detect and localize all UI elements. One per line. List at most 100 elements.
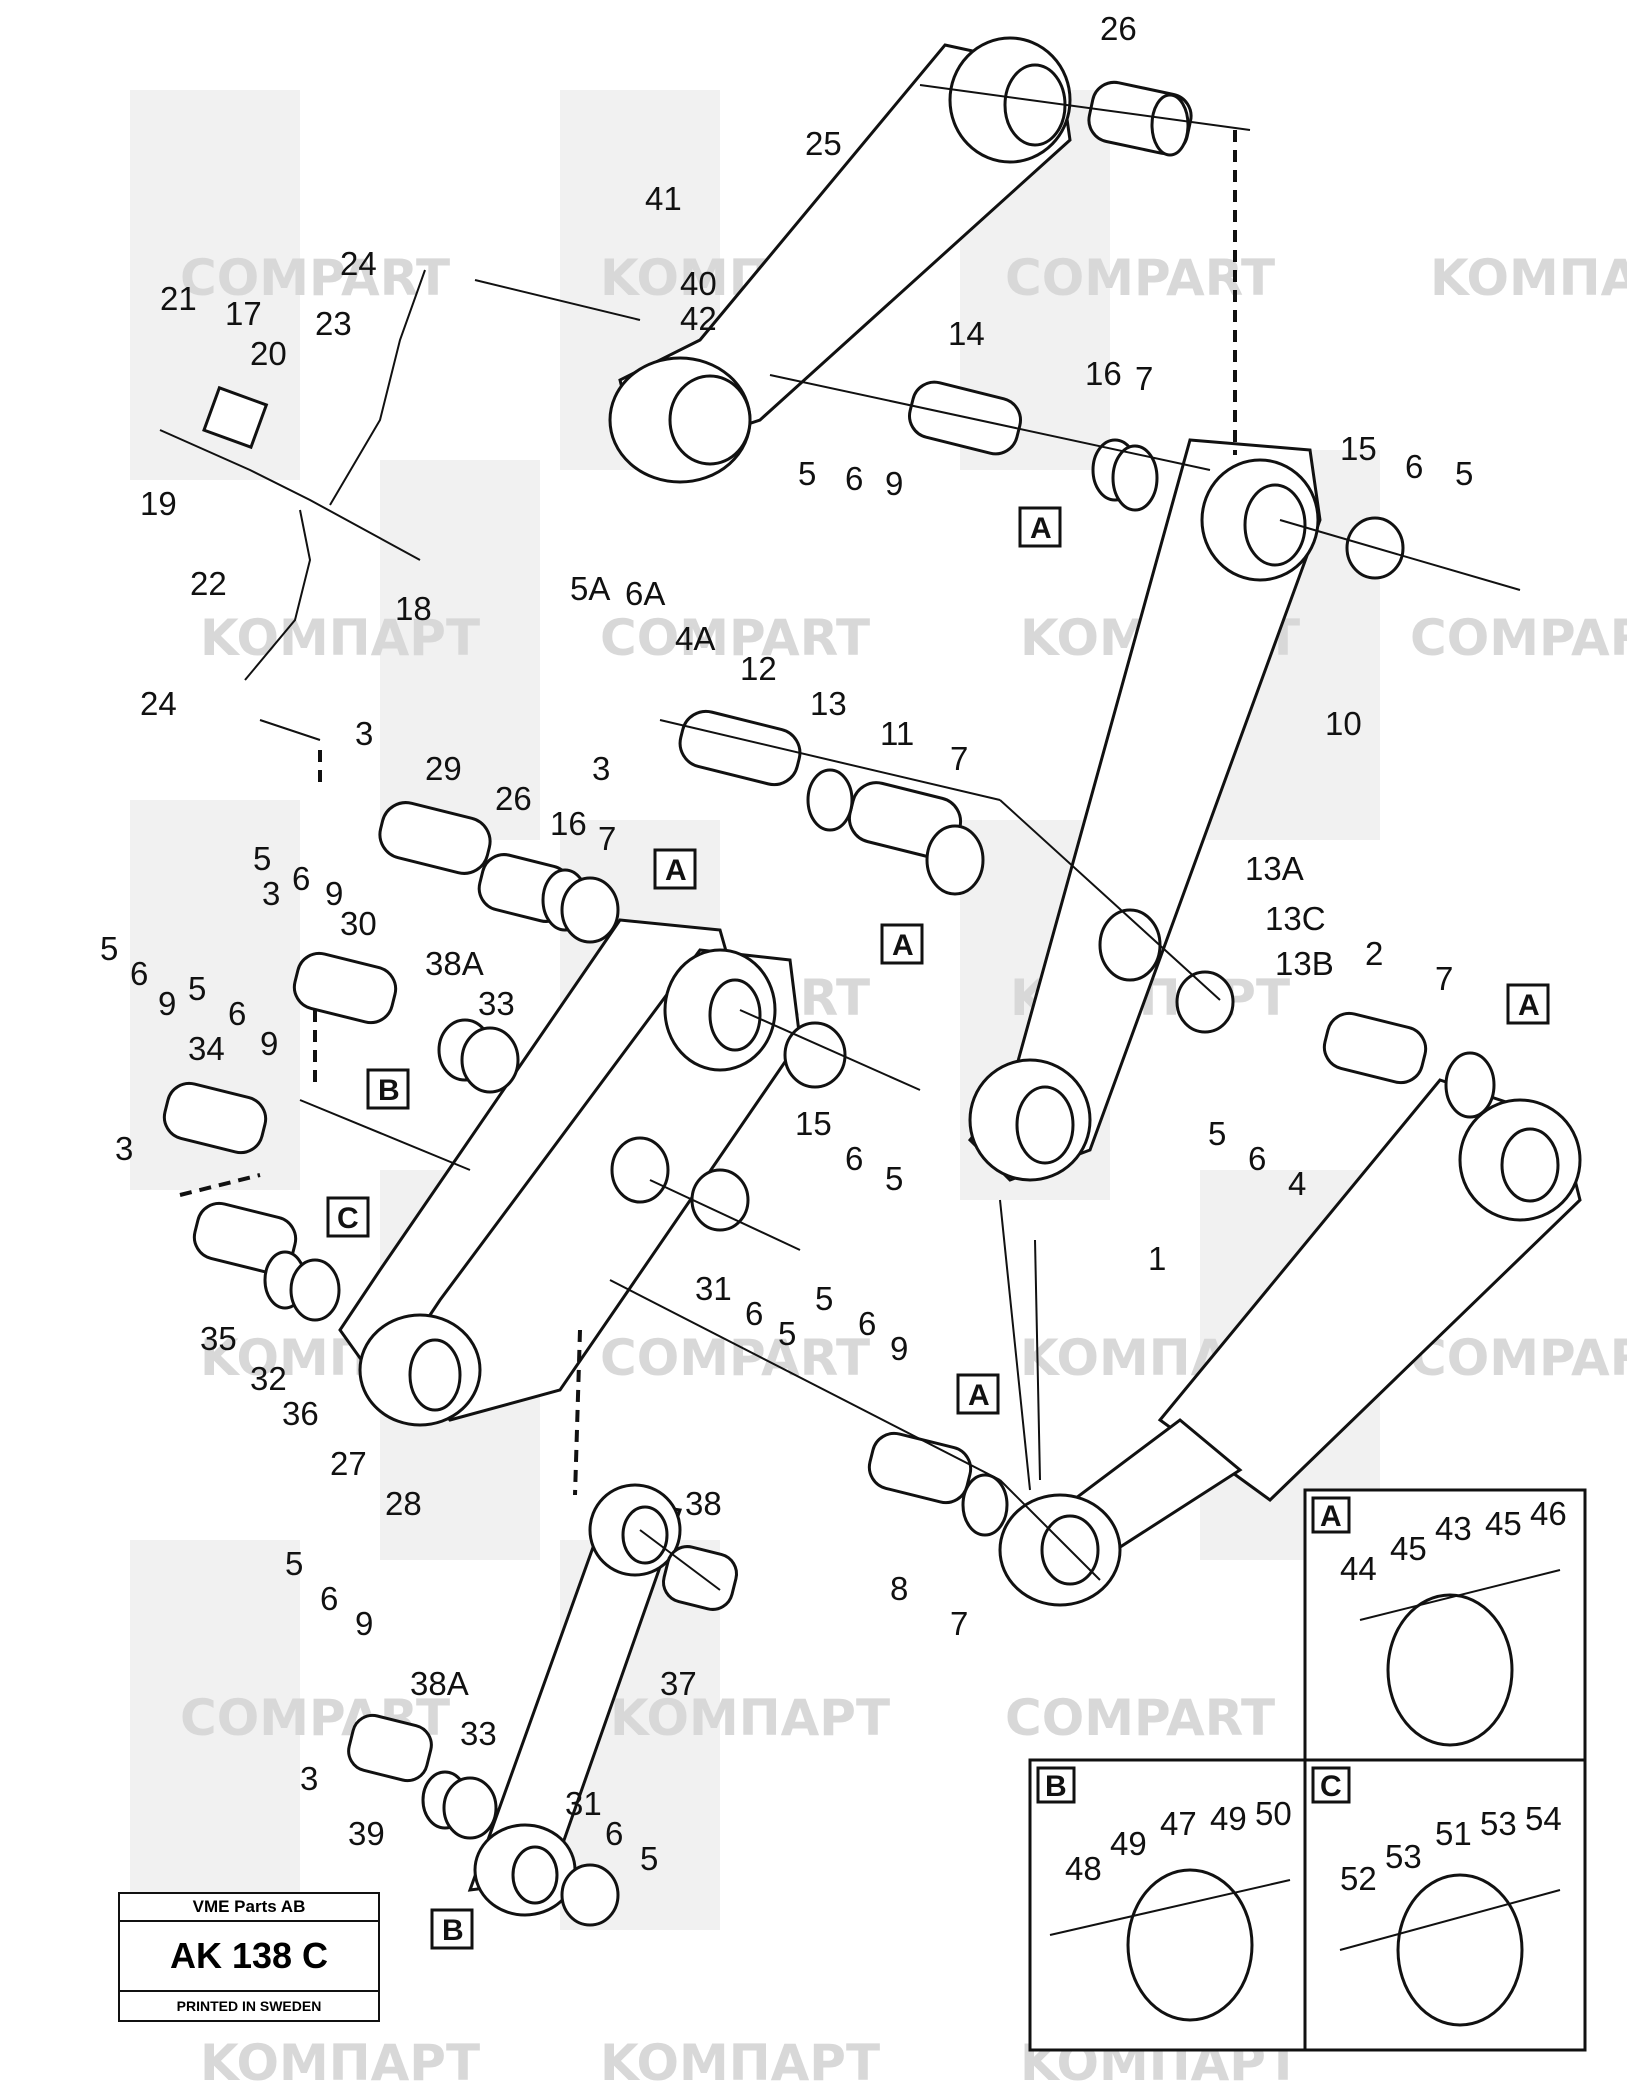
lift-cylinder-1	[998, 1078, 1582, 1607]
inset-b-label: 49	[1110, 1825, 1147, 1862]
callout-label: 5A	[570, 570, 610, 607]
inset-b-label: 47	[1160, 1805, 1197, 1842]
callout-label: 5	[815, 1280, 833, 1317]
callout-label: 27	[330, 1445, 367, 1482]
centre-lines	[299, 84, 1521, 1591]
callout-label: 5	[1455, 455, 1473, 492]
watermark-text-14: COMPART	[1410, 1329, 1627, 1387]
detail-inset-a: A 44 45 43 45 46	[1303, 1488, 1587, 1762]
ref-box-label: A	[665, 854, 687, 887]
callout-label: 16	[550, 805, 587, 842]
callout-label: 5	[778, 1315, 796, 1352]
callout-label: 15	[1340, 430, 1377, 467]
watermark-text-12: COMPART	[600, 1329, 870, 1387]
callout-label: 16	[1085, 355, 1122, 392]
callout-label: 9	[158, 985, 176, 1022]
callout-label: 6A	[625, 575, 665, 612]
inset-b-label: 49	[1210, 1800, 1247, 1837]
callout-label: 6	[1405, 448, 1423, 485]
watermark-text-19: KOMПAPT	[600, 2034, 880, 2090]
link-25-upper	[608, 36, 1072, 484]
callout-label: 3	[262, 875, 280, 912]
callout-label: 7	[1135, 360, 1153, 397]
watermark-text-16: KOMПAPT	[610, 1689, 890, 1747]
callout-label: 1	[1148, 1240, 1166, 1277]
inset-c-label: 53	[1385, 1838, 1422, 1875]
callout-label: 35	[200, 1320, 237, 1357]
callout-labels: 26 25 41 24 40 42 21 17 23 20 14 16 7 15…	[100, 10, 1473, 1877]
callout-label: 5	[253, 840, 271, 877]
stamp-company: VME Parts AB	[120, 1894, 378, 1922]
callout-label: 31	[695, 1270, 732, 1307]
callout-label: 24	[340, 245, 377, 282]
detail-inset-b: B 48 49 47 49 50	[1028, 1758, 1307, 2052]
inset-a-label: 43	[1435, 1510, 1472, 1547]
callout-label: 7	[1435, 960, 1453, 997]
callout-label: 26	[495, 780, 532, 817]
callout-label: 6	[858, 1305, 876, 1342]
callout-label: 11	[880, 715, 914, 752]
callout-label: 13	[810, 685, 847, 722]
watermark-text-5: KOMПAPT	[200, 609, 480, 667]
callout-label: 25	[805, 125, 842, 162]
callout-label: 30	[340, 905, 377, 942]
callout-label: 7	[950, 1605, 968, 1642]
callout-label: 5	[885, 1160, 903, 1197]
ref-box-label: C	[337, 1202, 359, 1235]
ref-box-label: A	[1518, 989, 1540, 1022]
title-stamp: VME Parts AB AK 138 C PRINTED IN SWEDEN	[118, 1892, 380, 2022]
inset-b-label: 48	[1065, 1850, 1102, 1887]
callout-label: 36	[282, 1395, 319, 1432]
stamp-code: AK 138 C	[120, 1922, 378, 1992]
callout-label: 39	[348, 1815, 385, 1852]
callout-label: 15	[795, 1105, 832, 1142]
callout-label: 5	[100, 930, 118, 967]
callout-label: 38A	[425, 945, 484, 982]
ref-box-label: A	[892, 929, 914, 962]
inset-c-label: 52	[1340, 1860, 1377, 1897]
inset-c-label: 51	[1435, 1815, 1472, 1852]
callout-label: 6	[130, 955, 148, 992]
callout-label: 23	[315, 305, 352, 342]
callout-label: 40	[680, 265, 717, 302]
detail-inset-c: C 52 53 51 53 54	[1303, 1758, 1587, 2052]
callout-label: 34	[188, 1030, 225, 1067]
callout-label: 2	[1365, 935, 1383, 972]
callout-label: 13A	[1245, 850, 1304, 887]
watermark-text-3: COMPART	[1005, 249, 1275, 307]
inset-c-letter: C	[1320, 1770, 1342, 1803]
ref-box-label: B	[378, 1074, 400, 1107]
callout-label: 10	[1325, 705, 1362, 742]
callout-label: 41	[645, 180, 682, 217]
callout-label: 24	[140, 685, 177, 722]
callout-label: 3	[592, 750, 610, 787]
callout-label: 33	[478, 985, 515, 1022]
callout-label: 42	[680, 300, 717, 337]
callout-label: 6	[845, 1140, 863, 1177]
inset-a-letter: A	[1320, 1500, 1342, 1533]
callout-label: 29	[425, 750, 462, 787]
callout-label: 5	[798, 455, 816, 492]
callout-label: 9	[885, 465, 903, 502]
callout-label: 7	[598, 820, 616, 857]
lift-arm-10	[967, 438, 1322, 1182]
dashed-guides	[179, 130, 1237, 1496]
callout-label: 6	[228, 995, 246, 1032]
stamp-footer: PRINTED IN SWEDEN	[176, 1998, 322, 2014]
callout-label: 5	[188, 970, 206, 1007]
callout-label: 9	[355, 1605, 373, 1642]
callout-label: 9	[260, 1025, 278, 1062]
callout-label: 3	[300, 1760, 318, 1797]
inset-a-label: 46	[1530, 1495, 1567, 1532]
inset-b-letter: B	[1045, 1770, 1067, 1803]
callout-label: 9	[325, 875, 343, 912]
callout-label: 28	[385, 1485, 422, 1522]
grease-lines	[159, 269, 641, 741]
inset-b-label: 50	[1255, 1795, 1292, 1832]
watermark-text-18: KOMПAPT	[200, 2034, 480, 2090]
callout-label: 37	[660, 1665, 697, 1702]
watermark-text-17: COMPART	[1005, 1689, 1275, 1747]
bushing-26-top	[1087, 80, 1193, 157]
callout-label: 4	[1288, 1165, 1306, 1202]
callout-label: 6	[845, 460, 863, 497]
